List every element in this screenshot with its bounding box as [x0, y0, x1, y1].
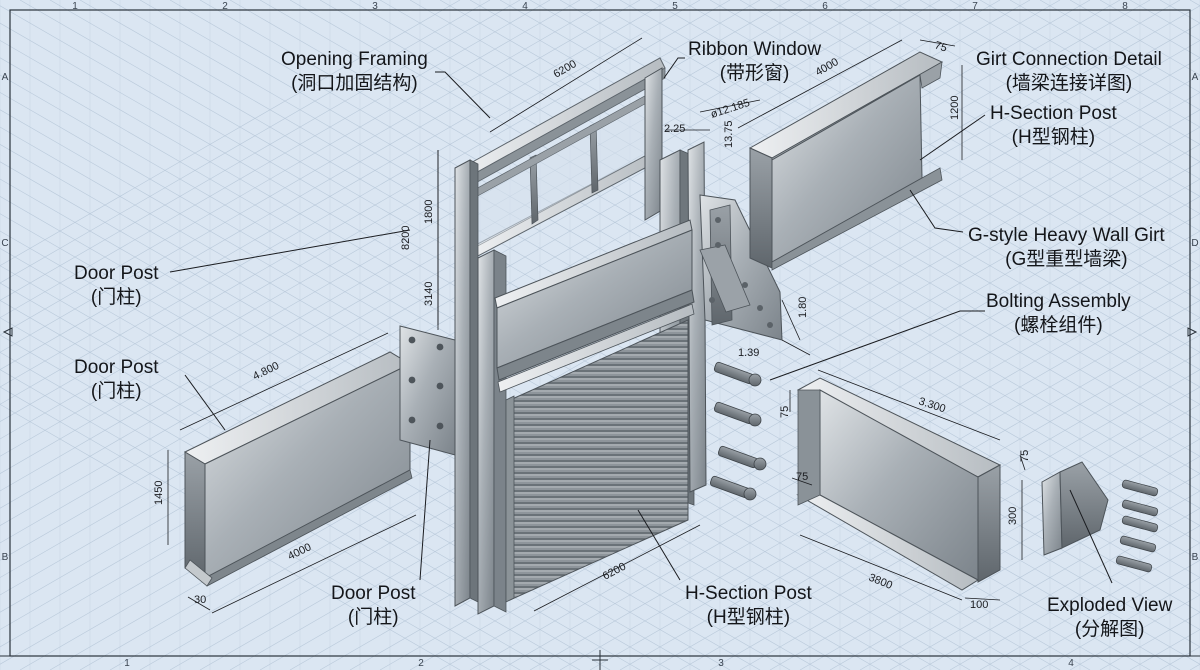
dim-13-75: 13.75: [723, 120, 735, 148]
grid-ref-left-a: A: [2, 72, 9, 83]
grid-ref-top-3: 3: [372, 1, 378, 12]
dim-6200-bottom: 6200: [601, 561, 628, 583]
dim-1-39: 1.39: [738, 347, 759, 359]
center-mark-left: [2, 327, 13, 337]
dim-2-25: 2.25: [664, 123, 685, 135]
label-opening-framing: Opening Framing (洞口加固结构): [281, 48, 428, 96]
left-door-post-girt: [183, 325, 456, 587]
dim-4-800: 4.800: [251, 360, 281, 383]
dim-75-top: 75: [933, 39, 948, 54]
grid-ref-right-d: D: [1191, 238, 1198, 249]
dim-300: 300: [1007, 507, 1019, 525]
grid-ref-top-5: 5: [672, 1, 678, 12]
label-h-section-post-bottom: H-Section Post (H型钢柱): [685, 582, 812, 630]
grid-ref-top-2: 2: [222, 1, 228, 12]
girt-connection-bracket: [699, 194, 783, 341]
dim-3140: 3140: [423, 282, 435, 306]
label-door-post-3-zh: (门柱): [347, 607, 399, 628]
label-bolting-assembly-zh: (螺栓组件): [1014, 315, 1103, 336]
dim-75-right: 75: [1019, 450, 1031, 462]
grid-ref-top-8: 8: [1122, 1, 1128, 12]
grid-ref-bottom-1: 1: [124, 658, 130, 669]
roller-shutter-door: [505, 319, 689, 603]
label-girt-connection-zh: (墙梁连接详图): [1005, 73, 1133, 94]
label-door-post-1-zh: (门柱): [90, 287, 142, 308]
bolting-assembly-bolts: [709, 361, 767, 501]
label-g-style-girt-zh: (G型重型墙梁): [1005, 249, 1128, 270]
dim-100: 100: [970, 599, 988, 611]
dimension-lines: [167, 37, 1026, 614]
dim-1800: 1800: [423, 200, 435, 224]
label-g-style-girt: G-style Heavy Wall Girt (G型重型墙梁): [968, 224, 1165, 272]
dim-6200-top: 6200: [552, 58, 579, 81]
center-mark-right: [1187, 327, 1198, 337]
label-door-post-2-zh: (门柱): [90, 381, 142, 402]
label-opening-framing-zh: (洞口加固结构): [291, 73, 418, 94]
label-ribbon-window-zh: (带形窗): [719, 63, 790, 84]
label-h-section-post-bottom-en: H-Section Post: [685, 583, 812, 604]
grid-ref-right-b: B: [1192, 552, 1199, 563]
label-h-section-post-top: H-Section Post (H型钢柱): [990, 102, 1117, 150]
label-door-post-1-en: Door Post: [74, 263, 159, 284]
label-door-post-2-en: Door Post: [74, 357, 159, 378]
exploded-view-assembly: [1041, 461, 1159, 573]
label-girt-connection: Girt Connection Detail (墙梁连接详图): [976, 48, 1162, 96]
label-door-post-3: Door Post (门柱): [331, 582, 415, 630]
dim-1200: 1200: [949, 96, 961, 120]
opening-header-girt: [494, 219, 695, 393]
label-h-section-post-top-en: H-Section Post: [990, 103, 1117, 124]
dim-1450: 1450: [153, 481, 165, 505]
top-g-girt: [748, 51, 944, 271]
label-h-section-post-bottom-zh: (H型钢柱): [706, 607, 791, 628]
label-exploded-view: Exploded View (分解图): [1047, 594, 1172, 642]
label-door-post-1: Door Post (门柱): [74, 262, 158, 310]
grid-ref-left-c: C: [1, 238, 8, 249]
grid-ref-top-4: 4: [522, 1, 528, 12]
grid-ref-top-1: 1: [72, 1, 78, 12]
grid-ref-bottom-2: 2: [418, 658, 424, 669]
grid-ref-bottom-4: 4: [1068, 658, 1074, 669]
label-bolting-assembly-en: Bolting Assembly: [986, 291, 1131, 312]
label-opening-framing-en: Opening Framing: [281, 49, 428, 70]
dim-diameter: ø12.185: [709, 97, 751, 121]
grid-ref-top-6: 6: [822, 1, 828, 12]
dim-75-bolts: 75: [779, 406, 791, 418]
label-door-post-2: Door Post (门柱): [74, 356, 158, 404]
label-girt-connection-en: Girt Connection Detail: [976, 49, 1162, 70]
ribbon-window: [457, 57, 666, 259]
grid-ref-bottom-3: 3: [718, 658, 724, 669]
grid-ref-top-7: 7: [972, 1, 978, 12]
label-bolting-assembly: Bolting Assembly (螺栓组件): [986, 290, 1131, 338]
dim-1-80: 1.80: [797, 297, 809, 318]
label-ribbon-window: Ribbon Window (带形窗): [688, 38, 821, 86]
dim-30: 30: [194, 594, 206, 606]
dim-8200: 8200: [400, 226, 412, 250]
leader-lines: [169, 57, 1113, 584]
dim-3-300: 3.300: [917, 395, 947, 415]
dim-75-left: 75: [796, 471, 808, 483]
label-door-post-3-en: Door Post: [331, 583, 416, 604]
label-exploded-view-zh: (分解图): [1074, 619, 1145, 640]
dim-4000-bottom: 4000: [286, 541, 313, 563]
grid-ref-left-b: B: [2, 552, 9, 563]
grid-ref-right-a: A: [1192, 72, 1199, 83]
label-exploded-view-en: Exploded View: [1047, 595, 1173, 616]
label-h-section-post-top-zh: (H型钢柱): [1011, 127, 1096, 148]
label-g-style-girt-en: G-style Heavy Wall Girt: [968, 225, 1165, 246]
label-ribbon-window-en: Ribbon Window: [688, 39, 822, 60]
bottom-c-girt: [796, 377, 1002, 591]
